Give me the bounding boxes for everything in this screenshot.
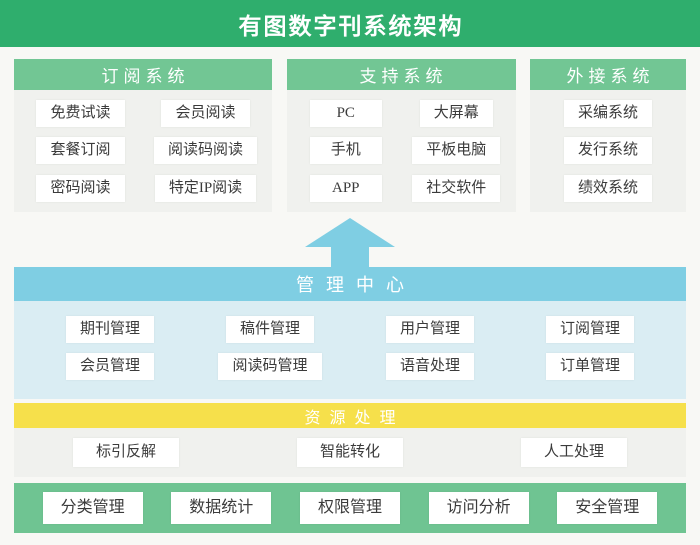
diagram-cell: 阅读码管理 [190, 348, 350, 385]
diagram-node: 套餐订阅 [36, 137, 125, 165]
diagram-node: 分类管理 [42, 492, 143, 524]
diagram-cell: 大屏幕 [401, 95, 512, 132]
diagram-node: 密码阅读 [36, 174, 125, 202]
diagram-title: 有图数字刊系统架构 [238, 13, 464, 39]
diagram-node: 会员阅读 [161, 100, 250, 128]
subscription-system-body: 免费试读 会员阅读 套餐订阅 阅读码阅读 密码阅读 特定IP阅读 [14, 90, 272, 212]
diagram-node: 手机 [309, 137, 382, 165]
diagram-title-bar: 有图数字刊系统架构 [0, 0, 700, 47]
diagram-node: 访问分析 [428, 492, 529, 524]
architecture-diagram: 有图数字刊系统架构 订阅系统 免费试读 会员阅读 套餐订阅 阅读码阅读 密码阅读… [0, 0, 700, 533]
up-arrow-head [305, 218, 395, 247]
diagram-node: 免费试读 [36, 100, 125, 128]
diagram-cell: 智能转化 [238, 428, 462, 477]
diagram-cell: 会员管理 [30, 348, 190, 385]
diagram-cell: 平板电脑 [401, 132, 512, 169]
diagram-node: 发行系统 [563, 137, 652, 165]
diagram-cell: APP [291, 170, 402, 207]
diagram-cell: 发行系统 [534, 132, 682, 169]
diagram-node: 会员管理 [65, 353, 154, 380]
subscription-system-panel: 订阅系统 免费试读 会员阅读 套餐订阅 阅读码阅读 密码阅读 特定IP阅读 [14, 59, 272, 212]
flow-arrow-zone [0, 212, 700, 267]
external-system-panel: 外接系统 采编系统 发行系统 绩效系统 [530, 59, 686, 212]
diagram-cell: 用户管理 [350, 311, 510, 348]
diagram-node: 语音处理 [385, 353, 474, 380]
diagram-cell: 人工处理 [462, 428, 686, 477]
diagram-cell: 订阅管理 [510, 311, 670, 348]
diagram-node: 平板电脑 [412, 137, 501, 165]
diagram-node: APP [309, 174, 382, 202]
top-systems-row: 订阅系统 免费试读 会员阅读 套餐订阅 阅读码阅读 密码阅读 特定IP阅读 支持… [14, 59, 686, 212]
diagram-node: 安全管理 [557, 492, 658, 524]
diagram-cell: PC [291, 95, 402, 132]
management-center-panel: 管理中心 期刊管理 稿件管理 用户管理 订阅管理 会员管理 阅读码管理 语音处理… [14, 267, 686, 399]
diagram-cell: 期刊管理 [30, 311, 190, 348]
resource-processing-panel: 资源处理 标引反解 智能转化 人工处理 [14, 403, 686, 477]
external-system-body: 采编系统 发行系统 绩效系统 [530, 90, 686, 212]
resource-processing-body: 标引反解 智能转化 人工处理 [14, 428, 686, 477]
diagram-cell: 免费试读 [18, 95, 143, 132]
diagram-node: 人工处理 [521, 438, 627, 467]
diagram-cell: 会员阅读 [143, 95, 268, 132]
diagram-node: 社交软件 [412, 174, 501, 202]
diagram-cell: 语音处理 [350, 348, 510, 385]
diagram-cell: 绩效系统 [534, 170, 682, 207]
diagram-cell: 稿件管理 [190, 311, 350, 348]
diagram-node: 订阅管理 [545, 316, 634, 343]
diagram-cell: 套餐订阅 [18, 132, 143, 169]
diagram-node: 用户管理 [385, 316, 474, 343]
diagram-node: 特定IP阅读 [154, 174, 257, 202]
resource-processing-header: 资源处理 [14, 403, 686, 428]
management-center-header: 管理中心 [14, 267, 686, 301]
support-system-header: 支持系统 [286, 59, 516, 90]
diagram-node: 标引反解 [73, 438, 179, 467]
up-arrow-icon [305, 218, 395, 267]
diagram-cell: 社交软件 [401, 170, 512, 207]
up-arrow-stem [331, 247, 369, 267]
diagram-cell: 阅读码阅读 [143, 132, 268, 169]
diagram-node: 采编系统 [563, 100, 652, 128]
diagram-node: 订单管理 [545, 353, 634, 380]
external-system-header: 外接系统 [530, 59, 686, 90]
base-services-bar: 分类管理 数据统计 权限管理 访问分析 安全管理 [14, 483, 686, 533]
diagram-cell: 密码阅读 [18, 170, 143, 207]
management-center-body: 期刊管理 稿件管理 用户管理 订阅管理 会员管理 阅读码管理 语音处理 订单管理 [14, 301, 686, 399]
support-system-body: PC 大屏幕 手机 平板电脑 APP 社交软件 [286, 90, 516, 212]
diagram-node: 大屏幕 [419, 100, 493, 128]
diagram-node: 稿件管理 [225, 316, 314, 343]
diagram-node: 智能转化 [297, 438, 403, 467]
diagram-node: 数据统计 [171, 492, 272, 524]
subscription-system-header: 订阅系统 [14, 59, 272, 90]
diagram-node: 阅读码管理 [218, 353, 322, 380]
diagram-cell: 标引反解 [14, 428, 238, 477]
diagram-cell: 采编系统 [534, 95, 682, 132]
diagram-node: 绩效系统 [563, 174, 652, 202]
diagram-node: 期刊管理 [65, 316, 154, 343]
diagram-node: PC [309, 100, 382, 128]
diagram-node: 权限管理 [299, 492, 400, 524]
diagram-cell: 手机 [291, 132, 402, 169]
support-system-panel: 支持系统 PC 大屏幕 手机 平板电脑 APP 社交软件 [286, 59, 516, 212]
diagram-cell: 特定IP阅读 [143, 170, 268, 207]
diagram-node: 阅读码阅读 [153, 137, 257, 165]
diagram-cell: 订单管理 [510, 348, 670, 385]
